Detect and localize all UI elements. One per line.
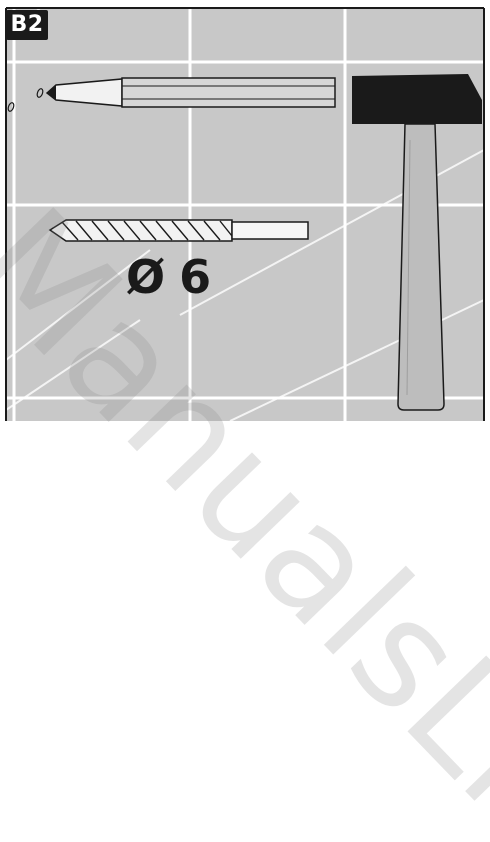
diameter-symbol: Ø: [126, 250, 166, 304]
hammer-icon: [352, 74, 482, 411]
drill-size-value: 6: [179, 250, 212, 304]
drill-bit-icon: [48, 219, 309, 242]
step-label: B2: [6, 10, 48, 40]
center-punch-icon: [45, 77, 336, 108]
installation-diagram: [5, 7, 485, 421]
mark-point-icon: [7, 88, 44, 112]
